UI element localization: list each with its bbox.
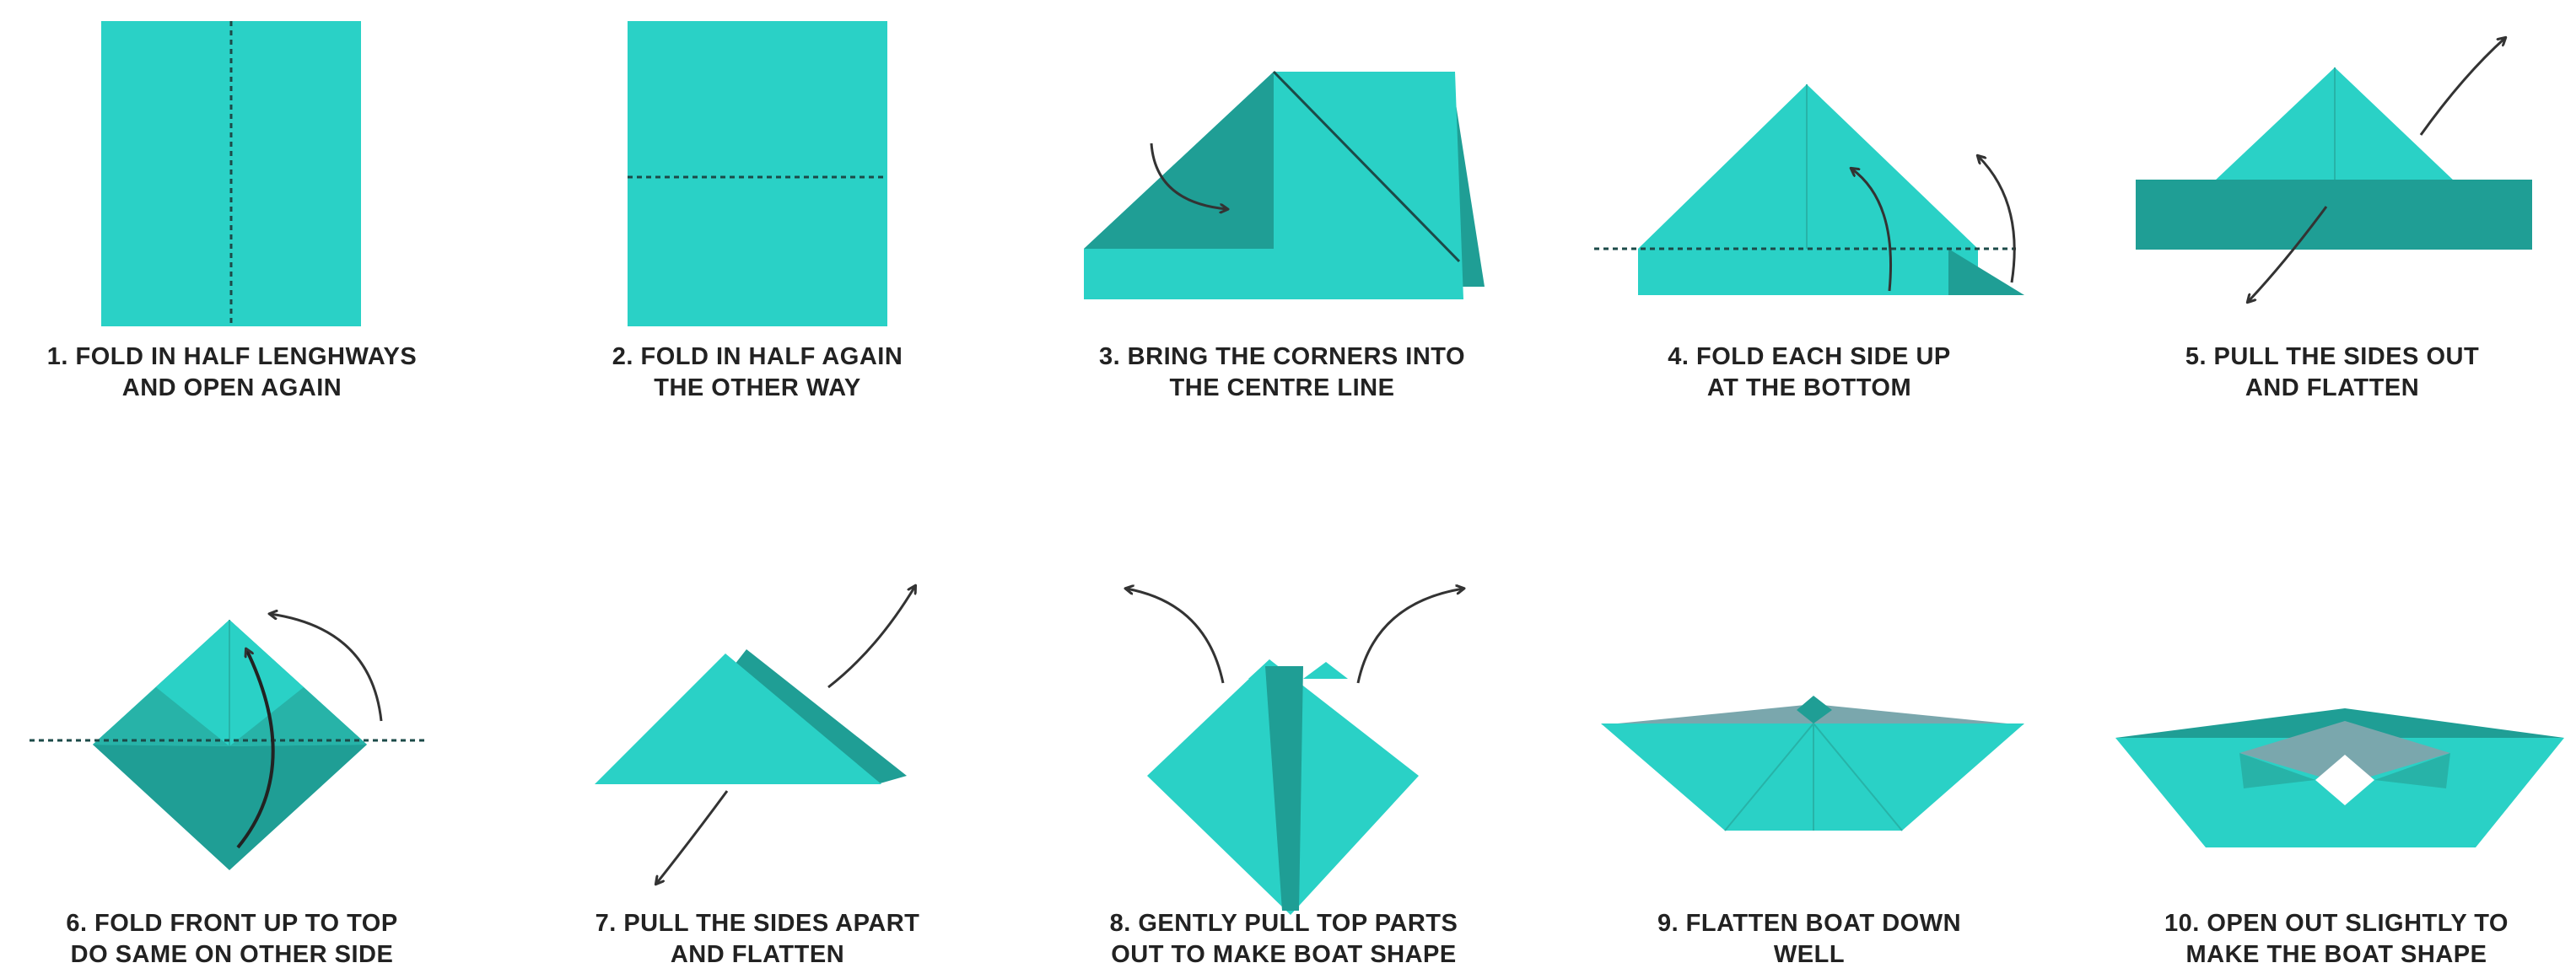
step-6-caption: 6. FOLD FRONT UP TO TOP DO SAME ON OTHER… (0, 908, 485, 971)
step-2-caption: 2. FOLD IN HALF AGAIN THE OTHER WAY (504, 342, 1010, 404)
pull-left-arrow (1126, 589, 1223, 683)
caption-line: 3. BRING THE CORNERS INTO (1029, 342, 1535, 373)
folded-corner (1084, 72, 1274, 249)
step-1-caption: 1. FOLD IN HALF LENGHWAYS AND OPEN AGAIN (0, 342, 485, 404)
step-7-caption: 7. PULL THE SIDES APART AND FLATTEN (504, 908, 1010, 971)
step-2-illustration (628, 21, 887, 326)
pull-right-arrow (1358, 589, 1463, 683)
caption-line: DO SAME ON OTHER SIDE (0, 939, 485, 971)
caption-line: 2. FOLD IN HALF AGAIN (504, 342, 1010, 373)
step-4-illustration (1594, 84, 2024, 295)
step-8-caption: 8. GENTLY PULL TOP PARTS OUT TO MAKE BOA… (1031, 908, 1537, 971)
caption-line: AND OPEN AGAIN (0, 373, 485, 404)
bottom-strip (1638, 249, 1978, 295)
caption-line: 7. PULL THE SIDES APART (504, 908, 1010, 939)
step-3-caption: 3. BRING THE CORNERS INTO THE CENTRE LIN… (1029, 342, 1535, 404)
right-top-tip (1303, 662, 1348, 679)
caption-line: 10. OPEN OUT SLIGHTLY TO (2083, 908, 2576, 939)
step-1-illustration (101, 21, 361, 326)
caption-line: AT THE BOTTOM (1556, 373, 2062, 404)
step-6-illustration (30, 614, 426, 870)
pull-out-arrow (828, 586, 915, 687)
paper-sheet (628, 21, 887, 326)
caption-line: 8. GENTLY PULL TOP PARTS (1031, 908, 1537, 939)
pull-apart-arrow (656, 791, 727, 884)
caption-line: 1. FOLD IN HALF LENGHWAYS (0, 342, 485, 373)
step-4-caption: 4. FOLD EACH SIDE UP AT THE BOTTOM (1556, 342, 2062, 404)
caption-line: 9. FLATTEN BOAT DOWN (1556, 908, 2062, 939)
step-8-illustration (1126, 589, 1463, 915)
caption-line: 6. FOLD FRONT UP TO TOP (0, 908, 485, 939)
step-5-caption: 5. PULL THE SIDES OUT AND FLATTEN (2079, 342, 2576, 404)
caption-line: WELL (1556, 939, 2062, 971)
caption-line: 5. PULL THE SIDES OUT (2079, 342, 2576, 373)
paper-triangle (1638, 84, 1978, 249)
caption-line: THE OTHER WAY (504, 373, 1010, 404)
caption-line: MAKE THE BOAT SHAPE (2083, 939, 2576, 971)
step-10-caption: 10. OPEN OUT SLIGHTLY TO MAKE THE BOAT S… (2083, 908, 2576, 971)
caption-line: AND FLATTEN (2079, 373, 2576, 404)
step-3-illustration (1084, 72, 1485, 299)
step-5-illustration (2136, 38, 2532, 302)
hat-band (2136, 180, 2532, 250)
step-10-illustration (2115, 708, 2564, 847)
caption-line: THE CENTRE LINE (1029, 373, 1535, 404)
caption-line: AND FLATTEN (504, 939, 1010, 971)
step-9-caption: 9. FLATTEN BOAT DOWN WELL (1556, 908, 2062, 971)
fold-back-arrow (1978, 156, 2014, 282)
step-7-illustration (595, 586, 915, 884)
pull-out-arrow (2421, 38, 2505, 135)
caption-line: 4. FOLD EACH SIDE UP (1556, 342, 2062, 373)
caption-line: OUT TO MAKE BOAT SHAPE (1031, 939, 1537, 971)
front-triangle (595, 654, 881, 784)
step-9-illustration (1601, 696, 2024, 831)
